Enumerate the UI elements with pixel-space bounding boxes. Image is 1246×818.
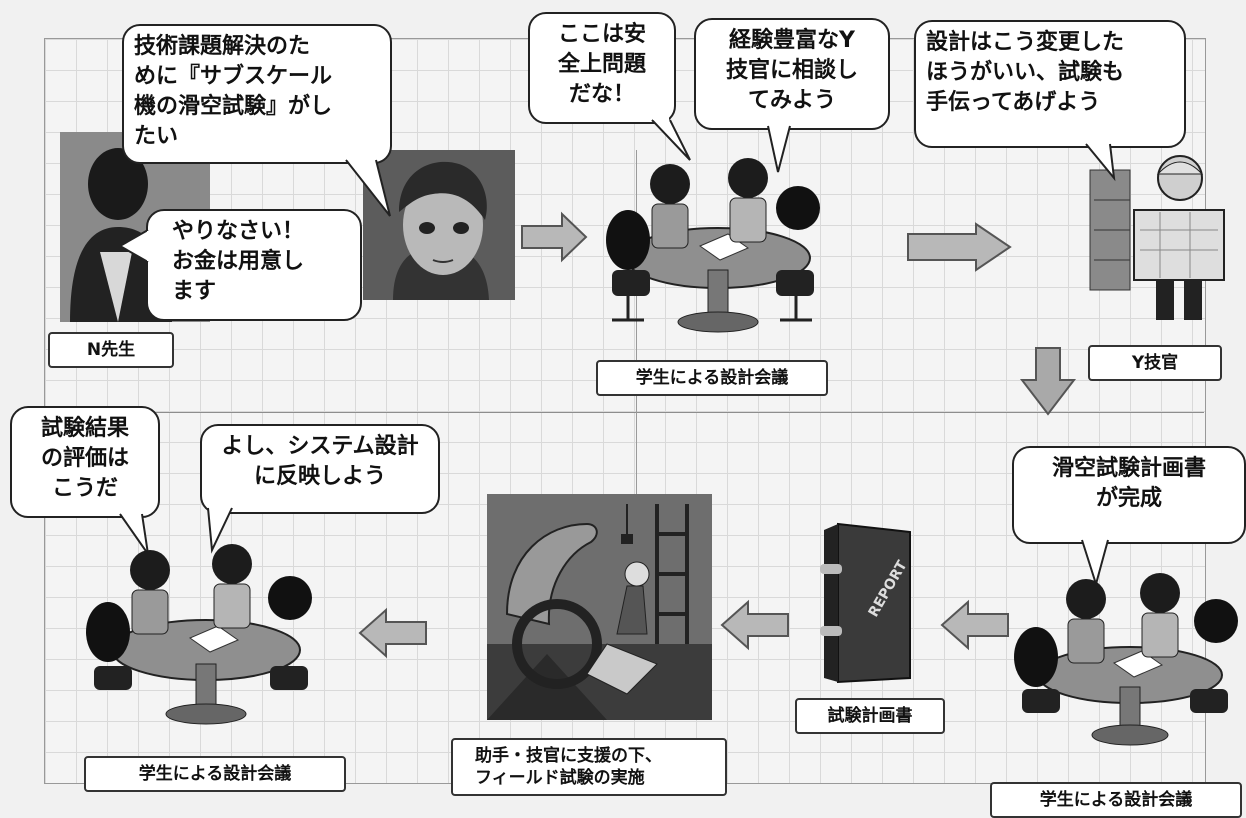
bubble-text-line: 技官に相談し	[725, 58, 858, 83]
label-text-line: フィールド試験の実施	[475, 768, 645, 788]
label-text: 学生による設計会議	[635, 368, 789, 388]
bubble-text-line: 滑空試験計画書	[1051, 456, 1206, 481]
speech-bubble-evaluation: 試験結果 の評価は こうだ	[10, 406, 160, 518]
field-test-illustration	[487, 494, 712, 720]
speech-bubble-safety: ここは安 全上問題 だな！	[528, 12, 676, 124]
label-text: N先生	[86, 340, 136, 360]
bubble-text-line: よし、システム設計	[221, 434, 419, 459]
label-text: 試験計画書	[827, 706, 913, 726]
bubble-tail	[345, 156, 391, 217]
speech-bubble-student-request: 技術課題解決のた めに『サブスケール 機の滑空試験』がし たい	[122, 24, 392, 164]
bubble-text-line: が完成	[1095, 486, 1162, 511]
y-gikan-illustration	[1089, 155, 1225, 320]
label-plan-doc: 試験計画書	[795, 698, 945, 734]
bubble-text-line: の評価は	[40, 446, 129, 471]
bubble-tail	[207, 504, 233, 554]
bubble-text-line: こうだ	[51, 476, 118, 501]
label-n-sensei: N先生	[48, 332, 174, 368]
bubble-text-line: お金は用意し	[172, 249, 305, 274]
label-text-line: 助手・技官に支援の下、	[475, 746, 662, 766]
speech-bubble-plan-complete: 滑空試験計画書 が完成	[1012, 446, 1246, 544]
label-meeting-bottom-left: 学生による設計会議	[84, 756, 346, 792]
bubble-text-line: やりなさい！	[172, 219, 305, 244]
label-meeting-top: 学生による設計会議	[596, 360, 828, 396]
bubble-text-line: 全上問題	[557, 52, 646, 77]
speech-bubble-n-sensei: やりなさい！ お金は用意し ます	[146, 209, 362, 321]
bubble-tail	[767, 122, 791, 173]
speech-bubble-reflect: よし、システム設計 に反映しよう	[200, 424, 440, 514]
flow-arrow-right	[907, 222, 1012, 272]
flow-arrow-left	[940, 599, 1009, 651]
label-text: 学生による設計会議	[138, 764, 292, 784]
bubble-text-line: 手伝ってあげよう	[926, 90, 1101, 115]
flow-arrow-left	[358, 607, 427, 659]
bubble-text-line: 機の滑空試験』がし	[134, 94, 333, 119]
meeting-illustration-top	[606, 158, 820, 333]
report-binder-illustration: REPORT	[820, 522, 911, 684]
bubble-tail	[651, 116, 691, 161]
label-meeting-bottom-right: 学生による設計会議	[990, 782, 1242, 818]
flow-arrow-right	[521, 211, 588, 263]
label-text: 学生による設計会議	[1039, 790, 1193, 810]
bubble-text-line: 設計はこう変更した	[926, 30, 1125, 55]
bubble-text-line: 技術課題解決のた	[134, 34, 311, 59]
bubble-text-line: ほうがいい、試験も	[926, 60, 1125, 85]
label-y-gikan: Y技官	[1088, 345, 1222, 381]
row-divider	[44, 412, 1204, 413]
bubble-text-line: に反映しよう	[253, 464, 386, 489]
student-portrait	[363, 150, 515, 300]
bubble-text-line: ここは安	[557, 22, 646, 47]
bubble-text-line: だな！	[568, 82, 635, 107]
label-field-test: 助手・技官に支援の下、 フィールド試験の実施	[451, 738, 727, 796]
bubble-tail	[1085, 140, 1116, 182]
connector-line	[636, 150, 637, 495]
bubble-text-line: めに『サブスケール	[134, 64, 333, 89]
speech-bubble-y-gikan: 設計はこう変更した ほうがいい、試験も 手伝ってあげよう	[914, 20, 1186, 148]
bubble-tail	[117, 229, 151, 263]
meeting-illustration-bottom-right	[1014, 573, 1238, 746]
bubble-text-line: ます	[172, 279, 217, 304]
flow-arrow-left	[720, 599, 789, 651]
label-text: Y技官	[1131, 353, 1179, 373]
bubble-text-line: 経験豊富なY	[729, 28, 855, 53]
flow-arrow-down	[1019, 347, 1077, 416]
meeting-illustration-bottom-left	[86, 544, 312, 725]
bubble-text-line: たい	[134, 124, 179, 149]
bubble-text-line: 試験結果	[40, 416, 129, 441]
bubble-text-line: てみよう	[747, 88, 836, 113]
speech-bubble-consult: 経験豊富なY 技官に相談し てみよう	[694, 18, 890, 130]
